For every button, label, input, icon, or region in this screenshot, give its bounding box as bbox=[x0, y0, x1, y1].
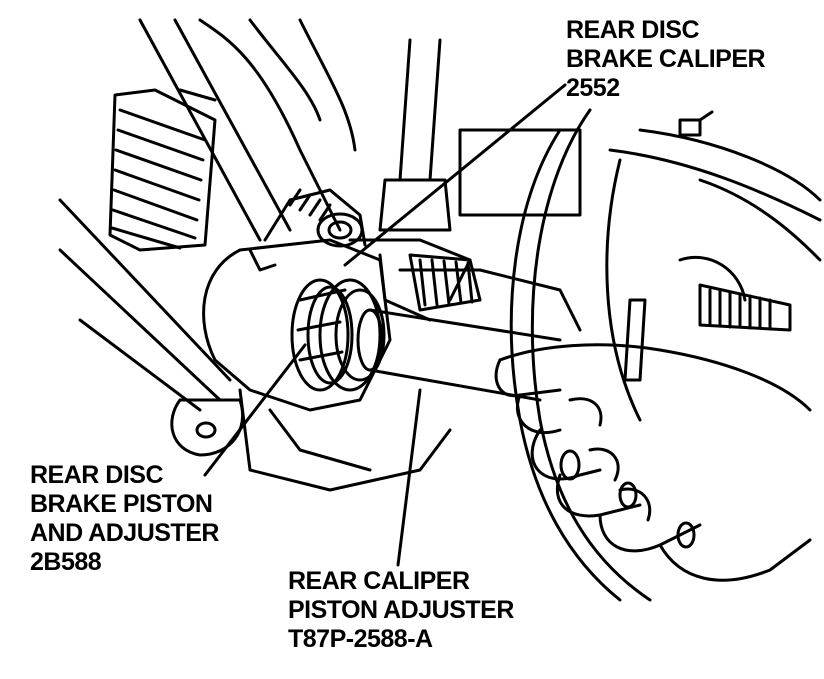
callout-part-number: T87P-2588-A bbox=[288, 625, 433, 653]
brake-tube bbox=[378, 38, 452, 232]
leader-line-piston bbox=[203, 343, 307, 477]
leader-line-caliper bbox=[343, 83, 567, 267]
leader-line-adjuster bbox=[396, 388, 422, 567]
suspension-arm bbox=[138, 18, 357, 242]
callout-line: REAR DISC bbox=[30, 461, 164, 489]
callout-rear-disc-brake-caliper: REAR DISC BRAKE CALIPER 2552 bbox=[566, 16, 766, 103]
callout-line: REAR CALIPER bbox=[288, 567, 470, 595]
callout-rear-disc-brake-piston: REAR DISC BRAKE PISTON AND ADJUSTER 2B58… bbox=[30, 461, 219, 577]
callout-line: AND ADJUSTER bbox=[30, 519, 219, 547]
piston-adjuster-rings bbox=[290, 278, 386, 392]
callout-part-number: 2B588 bbox=[30, 548, 102, 576]
callout-part-number: 2552 bbox=[566, 74, 620, 102]
callout-line: REAR DISC bbox=[566, 16, 700, 44]
callout-line: PISTON ADJUSTER bbox=[288, 596, 514, 624]
callout-line: BRAKE CALIPER bbox=[566, 45, 766, 73]
coil-spring bbox=[108, 88, 217, 252]
hand bbox=[494, 343, 812, 582]
leader-lines bbox=[203, 83, 567, 567]
callout-rear-caliper-piston-adjuster: REAR CALIPER PISTON ADJUSTER T87P-2588-A bbox=[288, 567, 514, 654]
lower-control-arm bbox=[58, 198, 245, 457]
brake-rotor bbox=[458, 108, 822, 602]
callout-line: BRAKE PISTON bbox=[30, 490, 213, 518]
adjuster-tool-shaft bbox=[356, 253, 582, 402]
